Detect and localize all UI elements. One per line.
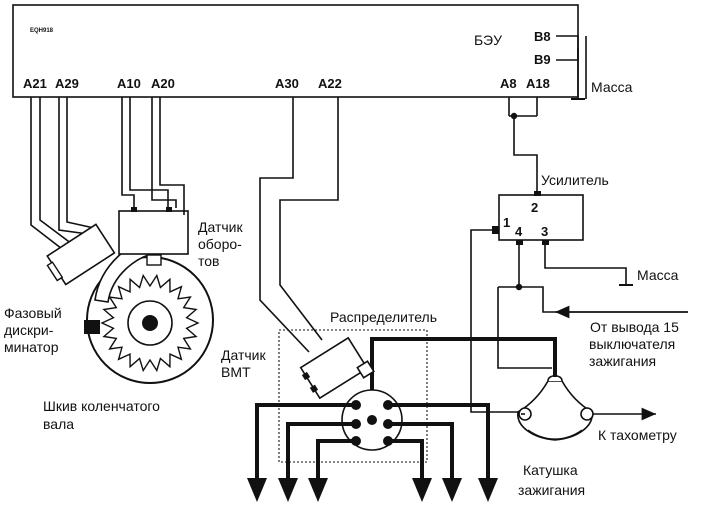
pin-a20: A20 — [151, 76, 175, 91]
label-rpm-2: оборо- — [198, 236, 242, 252]
label-tdc-2: ВМТ — [221, 364, 251, 380]
rpm-sensor-wires — [121, 97, 185, 215]
label-ign-switch-3: зажигания — [589, 353, 656, 369]
rpm-sensor — [118, 207, 189, 255]
label-pulley-2: вала — [43, 416, 74, 432]
pin-a10: A10 — [117, 76, 141, 91]
amplifier-ground-wire — [544, 245, 633, 286]
pin-a21: A21 — [23, 76, 47, 91]
label-amplifier: Усилитель — [541, 172, 609, 188]
pin-a8: A8 — [500, 76, 517, 91]
amp-to-coil-wire — [497, 245, 688, 369]
amp-pin-3: 3 — [541, 224, 548, 239]
label-tdc-1: Датчик — [221, 347, 266, 363]
phase-sensor — [46, 223, 116, 286]
distributor-cap — [341, 389, 403, 451]
rpm-sensor-tip — [146, 254, 162, 266]
amp-pin-4: 4 — [515, 224, 523, 239]
label-rpm-1: Датчик — [198, 219, 243, 235]
ecu-code: EQH918 — [30, 28, 54, 34]
tdc-sensor-wires — [259, 97, 339, 353]
pin-b9: B9 — [534, 52, 551, 67]
phase-sensor-wires — [30, 97, 95, 253]
tdc-sensor — [299, 336, 375, 400]
label-phase-3: минатор — [4, 339, 59, 355]
pin-a18: A18 — [526, 76, 550, 91]
label-massa-amp: Масса — [637, 267, 679, 283]
pin-b8: B8 — [534, 29, 551, 44]
amplifier-block: 2 1 4 3 — [492, 191, 584, 245]
label-ign-switch-2: выключателя — [589, 336, 675, 352]
label-coil-2: зажигания — [518, 482, 585, 498]
label-pulley-1: Шкив коленчатого — [43, 398, 160, 414]
label-tachometer: К тахометру — [598, 427, 677, 443]
spark-plug-arrows — [247, 478, 498, 502]
pin-a22: A22 — [318, 76, 342, 91]
phase-marker — [84, 320, 100, 334]
label-ign-switch-1: От вывода 15 — [590, 319, 679, 335]
label-coil-1: Катушка — [523, 462, 578, 478]
amp-pin-2: 2 — [531, 200, 538, 215]
label-phase-1: Фазовый — [4, 305, 62, 321]
a8-a18-amplifier-wire — [508, 97, 538, 195]
label-rpm-3: тов — [198, 253, 219, 269]
b8-b9-ground-wire — [556, 35, 587, 100]
ecu-block: EQH918 БЭУ A21 A29 A10 A20 A30 A22 A8 A1… — [12, 4, 579, 98]
distributor-outline — [278, 329, 428, 463]
label-phase-2: дискри- — [4, 322, 54, 338]
ht-plug-leads — [255, 403, 490, 478]
label-distributor: Распределитель — [330, 309, 437, 325]
ignition-coil — [517, 374, 594, 441]
amp-pin1-to-coil-wire — [470, 229, 521, 413]
amp-pin-1: 1 — [503, 215, 510, 230]
pin-a29: A29 — [55, 76, 79, 91]
ecu-title: БЭУ — [474, 32, 502, 48]
label-massa-top: Масса — [591, 79, 633, 95]
pin-a30: A30 — [275, 76, 299, 91]
